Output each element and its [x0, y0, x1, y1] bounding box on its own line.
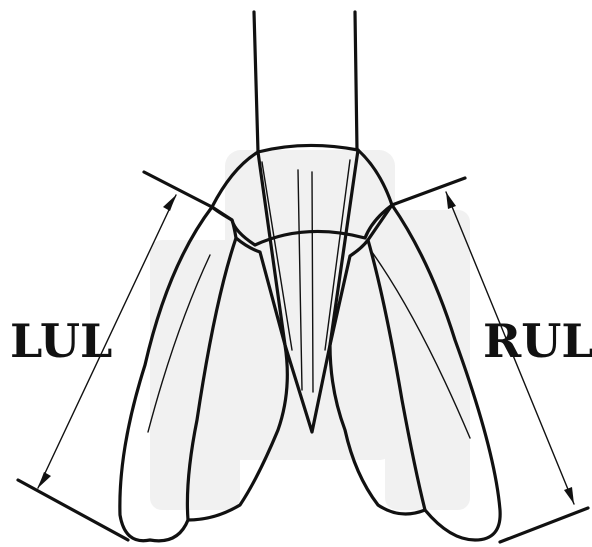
- rul-top-tick: [392, 178, 465, 205]
- lul-top-tick: [144, 172, 212, 207]
- show-through-shading: [150, 150, 470, 510]
- lul-label: LUL: [10, 314, 112, 368]
- right-stalk: [355, 12, 357, 150]
- left-stalk: [254, 12, 258, 152]
- lul-bottom-tick: [18, 480, 128, 540]
- rul-label: RUL: [483, 314, 592, 368]
- rul-bottom-tick: [500, 508, 588, 542]
